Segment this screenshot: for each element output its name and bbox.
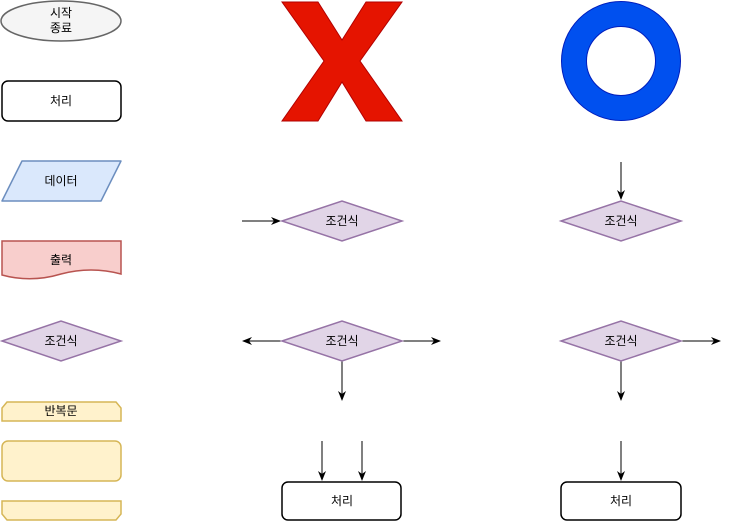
wrong-condition-single-input[interactable]: 조건식 bbox=[242, 200, 405, 242]
legend-output-label: 출력 bbox=[50, 253, 72, 267]
legend-loop-start[interactable]: 반복문 bbox=[1, 401, 122, 422]
legend-condition[interactable]: 조건식 bbox=[0, 320, 124, 362]
right-condition-two-outputs[interactable]: 조건식 bbox=[558, 320, 721, 401]
legend-terminal[interactable]: 시작 종료 bbox=[0, 0, 122, 42]
wrong-process-label: 처리 bbox=[331, 494, 353, 508]
legend-data-label: 데이터 bbox=[44, 174, 77, 188]
legend-loop-body[interactable] bbox=[1, 440, 122, 482]
right-process-label: 처리 bbox=[610, 494, 632, 508]
legend-loop-end[interactable] bbox=[1, 500, 122, 521]
legend-output[interactable]: 출력 bbox=[1, 240, 122, 280]
x-mark-icon bbox=[281, 1, 403, 122]
wrong-condition-1-label: 조건식 bbox=[325, 214, 358, 228]
right-condition-single-input[interactable]: 조건식 bbox=[558, 162, 684, 242]
right-condition-1-label: 조건식 bbox=[604, 214, 637, 228]
legend-terminal-line2: 종료 bbox=[50, 21, 72, 35]
legend-terminal-line1: 시작 bbox=[50, 6, 72, 20]
wrong-condition-three-outputs[interactable]: 조건식 bbox=[242, 320, 441, 401]
legend-condition-label: 조건식 bbox=[44, 334, 77, 348]
legend-data[interactable]: 데이터 bbox=[1, 160, 122, 202]
right-process-single-input[interactable]: 처리 bbox=[560, 441, 682, 521]
o-mark-icon bbox=[561, 1, 681, 121]
legend-loop-label: 반복문 bbox=[44, 404, 77, 418]
legend-process[interactable]: 처리 bbox=[1, 80, 122, 122]
legend-process-label: 처리 bbox=[50, 94, 72, 108]
right-condition-2-label: 조건식 bbox=[604, 334, 637, 348]
wrong-condition-2-label: 조건식 bbox=[325, 334, 358, 348]
wrong-process-two-inputs[interactable]: 처리 bbox=[281, 441, 402, 521]
